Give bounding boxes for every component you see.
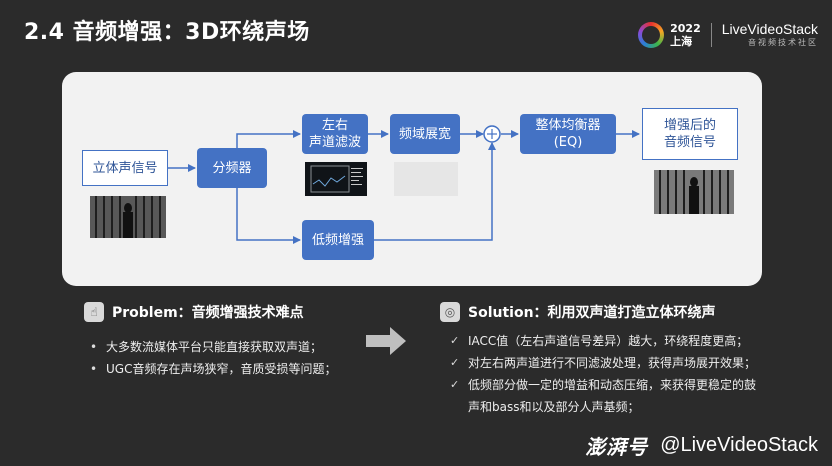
low-boost-box: 低频增强: [302, 220, 374, 260]
thepaper-logo: 澎湃号: [585, 435, 649, 459]
list-item: 对左右两声道进行不同滤波处理，获得声场展开效果；: [450, 352, 790, 374]
target-icon: ◎: [440, 302, 460, 322]
brand-subtitle: 音视频技术社区: [748, 38, 818, 47]
hand-touch-icon: ☝: [84, 302, 104, 322]
widen-placeholder-image: [394, 162, 458, 196]
output-signal-box: 增强后的 音频信号: [642, 108, 738, 160]
solution-heading: ◎ Solution：利用双声道打造立体环绕声: [440, 302, 716, 322]
solution-list: IACC值（左右声道信号差异）越大，环绕程度更高； 对左右两声道进行不同滤波处理…: [450, 330, 790, 418]
arrow-splitter-to-low-boost: [236, 182, 301, 244]
widen-box: 频域展宽: [390, 114, 460, 154]
problem-list: 大多数流媒体平台只能直接获取双声道； UGC音频存在声场狭窄，音质受损等问题；: [88, 336, 368, 380]
list-item: IACC值（左右声道信号差异）越大，环绕程度更高；: [450, 330, 790, 352]
problem-heading: ☝ Problem：音频增强技术难点: [84, 302, 304, 322]
list-item: UGC音频存在声场狭窄，音质受损等问题；: [88, 358, 368, 380]
diagram-panel: 立体声信号 分频器 左右 声道滤波 频域展宽 低频增强 整体均衡器 (EQ) 增…: [62, 72, 762, 286]
page-title: 2.4 音频增强：3D环绕声场: [24, 20, 310, 45]
filter-waveform-image: [305, 162, 367, 196]
eq-box: 整体均衡器 (EQ): [520, 114, 616, 154]
sum-node-icon: [483, 125, 501, 143]
brand-name: LiveVideoStack: [721, 21, 818, 37]
conference-logo-icon: [638, 22, 665, 48]
arrow-low-to-sum: [374, 142, 496, 241]
footer-handle: @LiveVideoStack: [660, 434, 818, 456]
brand-city: 上海: [670, 35, 693, 48]
lr-filter-box: 左右 声道滤波: [302, 114, 368, 154]
right-arrow-icon: [366, 327, 406, 355]
splitter-box: 分频器: [197, 148, 267, 188]
arrow-splitter-to-lr-filter: [236, 130, 301, 154]
input-signal-box: 立体声信号: [82, 150, 168, 186]
list-item: 声和bass和以及部分人声基频；: [468, 400, 640, 414]
list-item: 大多数流媒体平台只能直接获取双声道；: [88, 336, 368, 358]
footer-watermark: 澎湃号 @LiveVideoStack: [585, 431, 818, 460]
brand-year: 2022: [670, 22, 701, 35]
brand-divider: [710, 23, 712, 47]
brand-logo: 2022 上海 LiveVideoStack 音视频技术社区: [638, 22, 818, 48]
list-item: 低频部分做一定的增益和动态压缩，来获得更稳定的鼓: [450, 374, 790, 396]
signal-flow-lines: [167, 125, 640, 244]
input-gate-image: [90, 196, 166, 238]
output-gate-image: [654, 170, 734, 214]
